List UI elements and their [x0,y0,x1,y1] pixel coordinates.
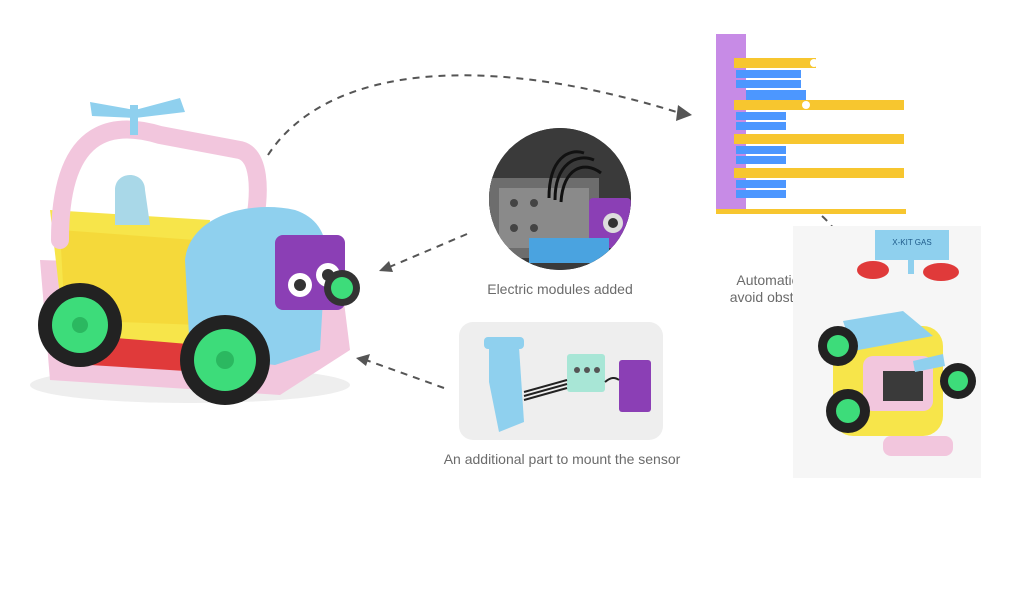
additional-part-image [459,322,663,440]
arrow-modules-to-car [379,233,468,272]
obstacle-sign-text: X-KIT GAS [892,238,932,247]
caption-additional-part: An additional part to mount the sensor [443,451,681,467]
arrow-to-code [267,74,692,156]
avoid-obstacle-car-image: X-KIT GAS [793,226,981,478]
code-blocks-image [716,34,908,214]
electric-modules-image [489,128,631,270]
arrow-part-to-car [356,354,445,389]
main-car-image [20,90,365,410]
caption-electric-modules: Electric modules added [487,281,633,297]
